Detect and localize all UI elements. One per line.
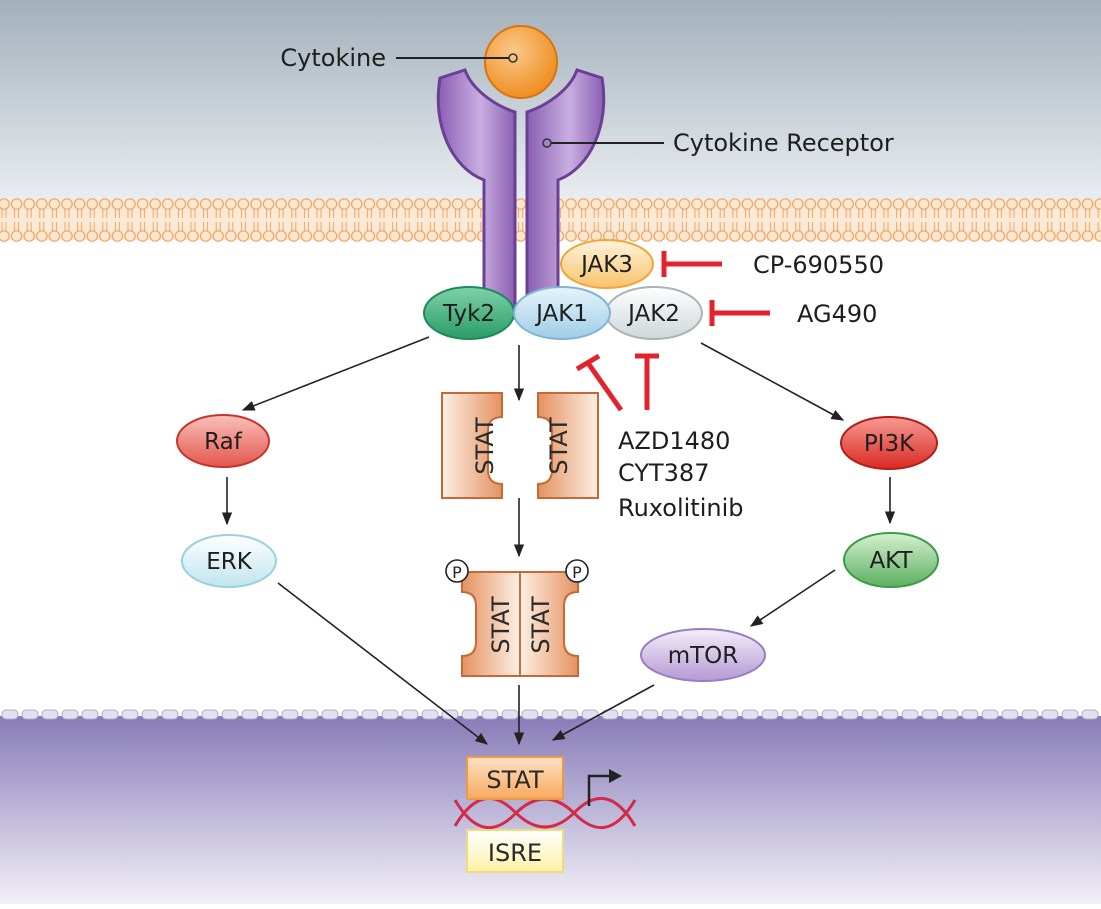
mtor-node: mTOR bbox=[640, 628, 766, 682]
tyk2-label: Tyk2 bbox=[442, 301, 495, 327]
jak2-node: JAK2 bbox=[605, 286, 703, 340]
isre-box: ISRE bbox=[466, 829, 564, 873]
phosphate-right: P bbox=[565, 559, 589, 583]
phosphate-left: P bbox=[445, 559, 469, 583]
raf-node: Raf bbox=[176, 414, 270, 468]
erk-label: ERK bbox=[206, 549, 253, 575]
nuclear-stat-label: STAT bbox=[486, 766, 544, 794]
tyk2-node: Tyk2 bbox=[423, 286, 515, 340]
inhibitor-azd1480: AZD1480 bbox=[618, 427, 730, 455]
jak2-inhibitor-label: AG490 bbox=[797, 300, 877, 328]
raf-label: Raf bbox=[204, 429, 243, 455]
stat-label: STAT bbox=[545, 417, 573, 475]
jak2-label: JAK2 bbox=[626, 301, 680, 327]
stat-label: STAT bbox=[487, 596, 515, 654]
jak3-label: JAK3 bbox=[579, 252, 633, 278]
inhibitor-ruxolitinib: Ruxolitinib bbox=[618, 494, 743, 522]
jak2-inhibition-bar bbox=[709, 300, 770, 326]
cytokine-receptor-label: Cytokine Receptor bbox=[673, 129, 894, 157]
stat-label: STAT bbox=[527, 596, 555, 654]
stat-monomer-left: STAT bbox=[441, 392, 503, 499]
jak3-inhibition-bar bbox=[661, 251, 722, 277]
transcription-start-arrow bbox=[587, 769, 622, 806]
stat-label: STAT bbox=[471, 417, 499, 475]
cytokine-label: Cytokine bbox=[280, 44, 386, 72]
nuclear-stat-box: STAT bbox=[466, 756, 564, 800]
pi3k-label: PI3K bbox=[864, 431, 915, 457]
jak1-label: JAK1 bbox=[534, 301, 588, 327]
akt-label: AKT bbox=[869, 548, 913, 574]
mtor-label: mTOR bbox=[668, 643, 739, 669]
stat-monomer-right: STAT bbox=[537, 392, 599, 499]
svg-text:P: P bbox=[452, 563, 462, 582]
cytokine-ligand bbox=[484, 25, 558, 99]
nuclear-membrane bbox=[1, 709, 1099, 720]
stat-dimer: STAT STAT P P bbox=[445, 559, 589, 677]
cytokine-receptor bbox=[436, 68, 606, 320]
jak1-jak2-inhibition-bars bbox=[575, 353, 659, 412]
jak3-inhibitor-label: CP-690550 bbox=[753, 251, 884, 279]
isre-label: ISRE bbox=[488, 839, 542, 867]
pi3k-node: PI3K bbox=[840, 416, 938, 470]
akt-node: AKT bbox=[843, 532, 939, 588]
inhibitor-cyt387: CYT387 bbox=[618, 459, 709, 487]
erk-node: ERK bbox=[181, 534, 277, 588]
signal-arrows bbox=[221, 336, 896, 746]
jak1-node: JAK1 bbox=[513, 286, 611, 340]
jak3-node: JAK3 bbox=[560, 239, 654, 289]
svg-text:P: P bbox=[572, 563, 582, 582]
nucleus bbox=[0, 709, 1101, 904]
